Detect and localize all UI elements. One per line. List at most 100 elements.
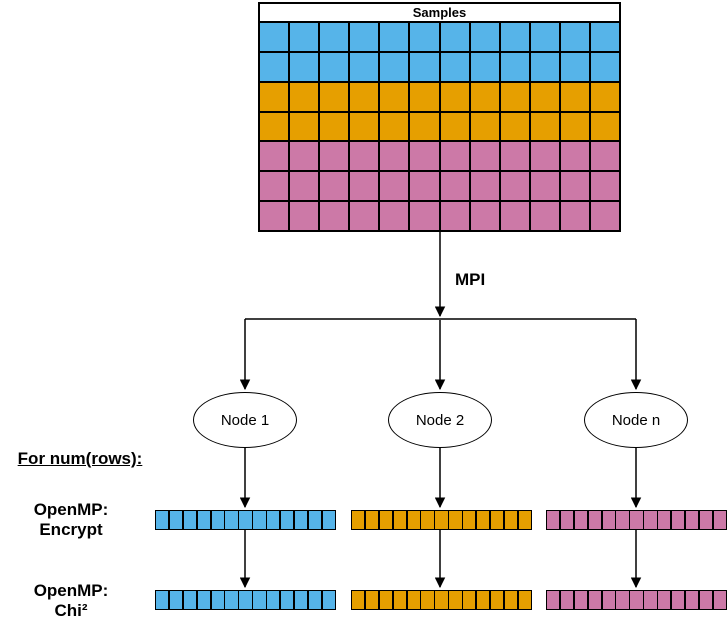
sample-cell-blue — [500, 52, 529, 81]
sample-cell-orange — [380, 82, 409, 111]
sample-cell-pink — [260, 172, 289, 201]
sample-cell-pink — [470, 172, 499, 201]
bar-cell-blue — [308, 591, 322, 609]
sample-cell-pink — [440, 202, 469, 230]
bar-cell-orange — [449, 511, 462, 529]
sample-cell-orange — [320, 82, 349, 111]
bar-cell-blue — [322, 511, 335, 529]
sample-cell-blue — [320, 52, 349, 81]
sample-cell-orange — [410, 82, 439, 111]
node-1-label: Node 1 — [220, 411, 270, 429]
sample-cell-pink — [560, 172, 589, 201]
bar-cell-pink — [658, 511, 671, 529]
sample-cell-blue — [260, 52, 289, 81]
bar-cell-pink — [588, 591, 602, 609]
bar-cell-orange — [379, 511, 393, 529]
bar-cell-pink — [699, 591, 713, 609]
bar-cell-blue — [183, 591, 197, 609]
openmp-encrypt-line2: Encrypt — [39, 520, 103, 539]
sample-cell-orange — [320, 112, 349, 141]
bar-cell-pink — [547, 511, 560, 529]
sample-cell-pink — [500, 172, 529, 201]
bar-cell-orange — [407, 591, 420, 609]
bar-cell-orange — [393, 511, 407, 529]
sample-cell-pink — [350, 202, 379, 230]
sample-cell-blue — [560, 23, 589, 51]
sample-cell-blue — [590, 23, 619, 51]
bar-cell-pink — [630, 511, 643, 529]
bar-cell-blue — [280, 511, 294, 529]
sample-cell-pink — [290, 202, 319, 230]
encrypt-bar-orange — [351, 510, 532, 530]
sample-cell-orange — [440, 112, 469, 141]
bar-cell-blue — [322, 591, 335, 609]
bar-cell-orange — [379, 591, 393, 609]
sample-cell-orange — [260, 82, 289, 111]
sample-cell-pink — [290, 142, 319, 171]
openmp-chi-line1: OpenMP: — [33, 581, 109, 600]
sample-cell-orange — [500, 82, 529, 111]
bar-cell-pink — [574, 511, 588, 529]
sample-cell-orange — [530, 82, 559, 111]
sample-cell-orange — [440, 82, 469, 111]
sample-cell-blue — [320, 23, 349, 51]
sample-cell-orange — [470, 82, 499, 111]
sample-cell-pink — [350, 142, 379, 171]
chi-bar-pink — [546, 590, 727, 610]
bar-cell-orange — [421, 591, 434, 609]
bar-cell-pink — [560, 591, 574, 609]
sample-cell-blue — [440, 23, 469, 51]
bar-cell-blue — [267, 511, 280, 529]
sample-cell-orange — [350, 82, 379, 111]
sample-cell-pink — [590, 172, 619, 201]
bar-cell-pink — [630, 591, 643, 609]
sample-cell-pink — [380, 172, 409, 201]
sample-cell-blue — [380, 23, 409, 51]
bar-cell-orange — [365, 591, 379, 609]
node-2-label: Node 2 — [415, 411, 465, 429]
sample-cell-pink — [410, 202, 439, 230]
sample-cell-orange — [350, 112, 379, 141]
sample-cell-pink — [530, 202, 559, 230]
sample-cell-blue — [290, 52, 319, 81]
bar-cell-pink — [574, 591, 588, 609]
bar-cell-orange — [490, 591, 504, 609]
sample-cell-orange — [560, 112, 589, 141]
sample-cell-orange — [290, 112, 319, 141]
bar-cell-blue — [183, 511, 197, 529]
samples-table: Samples — [258, 2, 621, 232]
bar-cell-orange — [504, 591, 518, 609]
sample-cell-pink — [320, 172, 349, 201]
sample-cell-blue — [560, 52, 589, 81]
bar-cell-pink — [547, 591, 560, 609]
chi-bar-orange — [351, 590, 532, 610]
sample-cell-pink — [500, 142, 529, 171]
sample-cell-pink — [560, 142, 589, 171]
sample-cell-blue — [410, 23, 439, 51]
sample-cell-orange — [560, 82, 589, 111]
sample-cell-orange — [380, 112, 409, 141]
sample-cell-pink — [440, 142, 469, 171]
bar-cell-blue — [253, 511, 266, 529]
bar-cell-orange — [435, 591, 448, 609]
sample-cell-pink — [590, 142, 619, 171]
sample-cell-blue — [530, 23, 559, 51]
sample-cell-pink — [470, 202, 499, 230]
sample-cell-pink — [440, 172, 469, 201]
sample-cell-blue — [590, 52, 619, 81]
bar-cell-blue — [225, 511, 238, 529]
bar-cell-blue — [308, 511, 322, 529]
sample-cell-pink — [260, 142, 289, 171]
bar-cell-blue — [239, 591, 252, 609]
sample-cell-orange — [290, 82, 319, 111]
sample-cell-pink — [320, 142, 349, 171]
chi-bar-blue — [155, 590, 336, 610]
samples-grid — [260, 23, 619, 230]
node-n-ellipse: Node n — [584, 392, 688, 448]
openmp-chi-line2: Chi² — [54, 601, 88, 620]
bar-cell-blue — [253, 591, 266, 609]
node-2-ellipse: Node 2 — [388, 392, 492, 448]
bar-cell-blue — [211, 511, 224, 529]
sample-cell-blue — [440, 52, 469, 81]
sample-cell-pink — [290, 172, 319, 201]
